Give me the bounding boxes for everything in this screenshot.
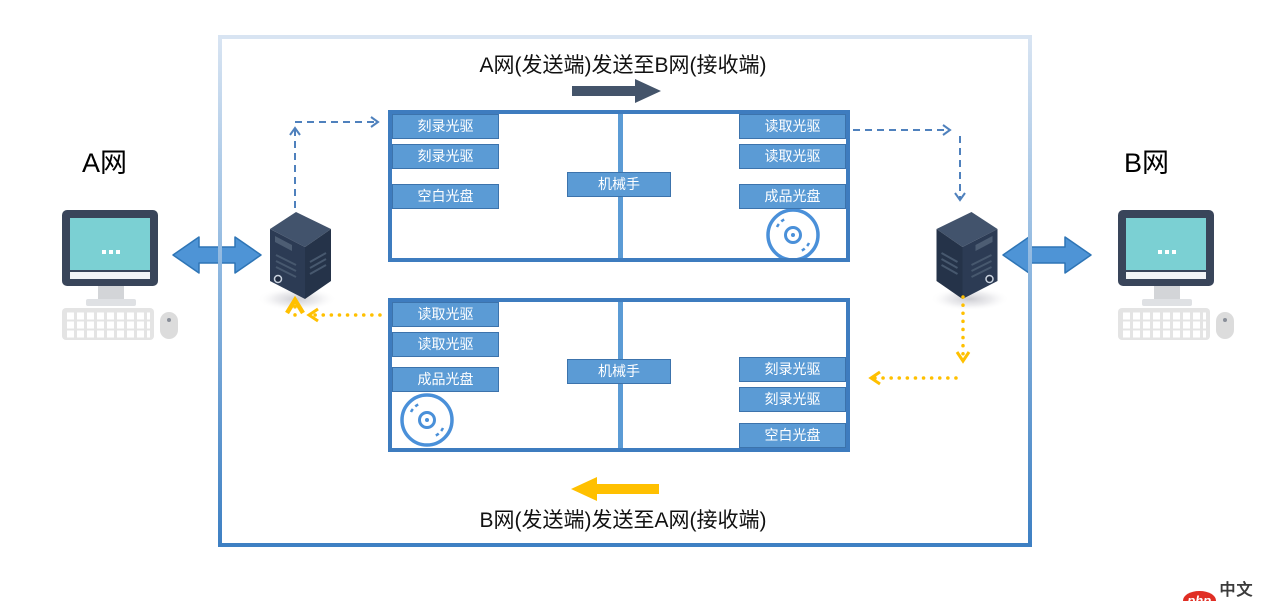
top-flow-title: A网(发送端)发送至B网(接收端) bbox=[479, 54, 767, 77]
burn-drive-slot: 刻录光驱 bbox=[392, 114, 499, 139]
network-b-label: B网 bbox=[1124, 148, 1170, 178]
network-a-label: A网 bbox=[82, 148, 128, 178]
desktop-computer-icon bbox=[62, 210, 178, 340]
read-drive-slot: 读取光驱 bbox=[739, 144, 846, 169]
robot-arm-label: 机械手 bbox=[567, 172, 671, 197]
desktop-computer-icon bbox=[1118, 210, 1234, 340]
server-icon bbox=[269, 211, 332, 300]
site-watermark: php 中文网 bbox=[1183, 576, 1267, 601]
burn-drive-slot: 刻录光驱 bbox=[739, 357, 846, 382]
flow-arrow-right-icon bbox=[572, 79, 661, 103]
robot-arm-label: 机械手 bbox=[567, 359, 671, 384]
finished-disc-slot: 成品光盘 bbox=[392, 367, 499, 392]
blank-disc-slot: 空白光盘 bbox=[392, 184, 499, 209]
bidirectional-arrow-icon bbox=[172, 236, 262, 274]
duplicator-top: 刻录光驱 刻录光驱 空白光盘 机械手 读取光驱 读取光驱 成品光盘 bbox=[388, 110, 850, 262]
read-drive-slot: 读取光驱 bbox=[392, 332, 499, 357]
bidirectional-arrow-icon bbox=[1002, 236, 1092, 274]
flow-arrow-left-icon bbox=[571, 477, 659, 501]
read-drive-slot: 读取光驱 bbox=[739, 114, 846, 139]
site-name: 中文网 bbox=[1219, 582, 1254, 599]
burn-drive-slot: 刻录光驱 bbox=[739, 387, 846, 412]
bottom-flow-title: B网(发送端)发送至A网(接收端) bbox=[479, 509, 767, 532]
finished-disc-slot: 成品光盘 bbox=[739, 184, 846, 209]
php-logo-icon: php bbox=[1183, 590, 1216, 601]
burn-drive-slot: 刻录光驱 bbox=[392, 144, 499, 169]
duplicator-bottom: 读取光驱 读取光驱 成品光盘 机械手 刻录光驱 刻录光驱 空白光盘 bbox=[388, 298, 850, 452]
blank-disc-slot: 空白光盘 bbox=[739, 423, 846, 448]
read-drive-slot: 读取光驱 bbox=[392, 302, 499, 327]
server-icon bbox=[935, 211, 999, 300]
